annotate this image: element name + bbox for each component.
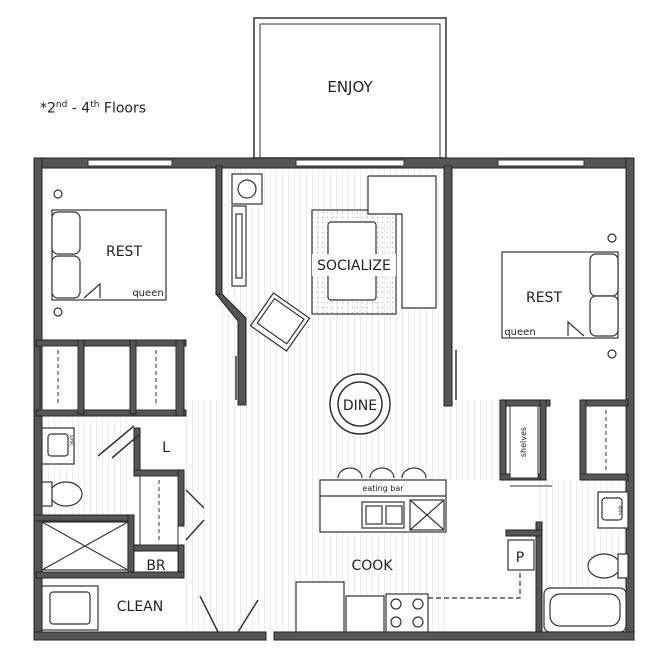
- living-label: SOCIALIZE: [317, 258, 391, 274]
- kitchen-label: COOK: [352, 558, 394, 574]
- hall-floor-right: [450, 400, 500, 480]
- dining-table: [329, 373, 391, 435]
- laundry-appliance: [41, 585, 99, 631]
- laundry-label: CLEAN: [117, 599, 163, 615]
- shelves-label: shelves: [519, 427, 528, 457]
- sink-left-label: sink: [68, 435, 74, 445]
- closets: [39, 345, 627, 546]
- hall-floor: [185, 400, 225, 638]
- interior-walls: [33, 165, 629, 633]
- door-swings: [97, 350, 457, 633]
- bed-right-size: queen: [504, 327, 535, 338]
- dining-label: DINE: [343, 398, 377, 414]
- bedroom-right-label: REST: [526, 290, 562, 306]
- bed-right: [501, 233, 619, 359]
- socialize-label-bg: [312, 254, 396, 276]
- pantry-label: P: [516, 550, 524, 566]
- kitchen-counter: [295, 539, 535, 633]
- floors-note: *2nd - 4th Floors: [40, 100, 147, 117]
- bath-left-label: BR: [146, 558, 166, 574]
- bath-left-fixtures: [41, 427, 129, 571]
- kitchen-island: [319, 467, 447, 533]
- bath-right-fixtures: [543, 491, 629, 633]
- eating-bar-label: eating bar: [362, 484, 404, 493]
- bed-left: [51, 189, 167, 317]
- linen-label: L: [162, 440, 170, 456]
- sink-right-label: sink: [618, 505, 624, 515]
- bedroom-left-label: REST: [106, 244, 142, 260]
- balcony-label: ENJOY: [327, 78, 373, 96]
- shelves-unit: [509, 405, 552, 487]
- windows: [87, 159, 585, 167]
- bed-left-size: queen: [132, 288, 163, 299]
- balcony: [253, 17, 447, 159]
